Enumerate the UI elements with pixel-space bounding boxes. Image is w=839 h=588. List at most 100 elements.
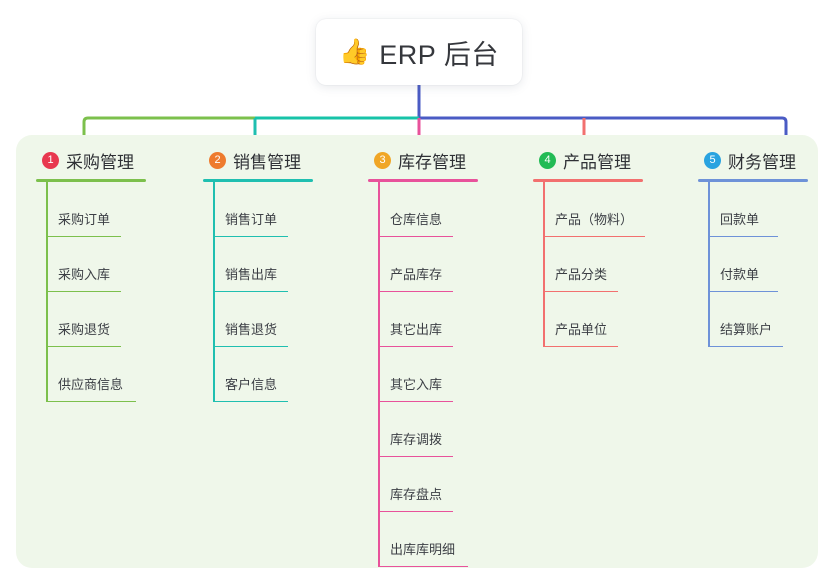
leaf-label: 出库库明细 xyxy=(390,542,456,557)
leaf-label: 产品分类 xyxy=(555,267,608,282)
leaf-node[interactable]: 产品（物料） xyxy=(533,182,645,237)
leaf-label: 库存盘点 xyxy=(390,487,443,502)
leaf-node[interactable]: 库存调拨 xyxy=(368,402,478,457)
leaf-underline xyxy=(378,345,453,347)
leaf-stem-line xyxy=(46,182,48,237)
branch-badge-2: 2 xyxy=(209,151,226,169)
leaf-underline xyxy=(46,290,121,292)
leaf-stem-line xyxy=(213,237,215,292)
leaf-underline xyxy=(46,345,121,347)
branch-column-2: 2 销售管理销售订单销售出库销售退货客户信息 xyxy=(203,148,313,402)
leaf-stem-line xyxy=(543,292,545,347)
branch-header-3[interactable]: 3 库存管理 xyxy=(368,148,478,172)
leaf-stem-line xyxy=(708,182,710,237)
root-node-title: ERP 后台 xyxy=(379,39,499,70)
leaf-stem-line xyxy=(543,182,545,237)
leaf-label: 采购入库 xyxy=(58,267,111,282)
leaf-node[interactable]: 产品单位 xyxy=(533,292,643,347)
leaf-label: 采购订单 xyxy=(58,212,111,227)
leaf-underline xyxy=(708,235,778,237)
leaf-label: 销售出库 xyxy=(225,267,278,282)
leaf-stem-line xyxy=(213,292,215,347)
leaf-stem-line xyxy=(543,237,545,292)
leaf-node[interactable]: 客户信息 xyxy=(203,347,313,402)
root-node[interactable]: 👍 ERP 后台 xyxy=(316,19,522,85)
branch-title-4: 产品管理 xyxy=(563,152,631,172)
leaf-underline xyxy=(378,510,453,512)
leaf-node[interactable]: 销售出库 xyxy=(203,237,313,292)
branch-column-4: 4 产品管理产品（物料） 产品分类产品单位 xyxy=(533,148,645,347)
leaf-label: 产品（物料） xyxy=(555,212,634,227)
leaf-label: 仓库信息 xyxy=(390,212,443,227)
branch-underline-1 xyxy=(36,179,146,182)
leaf-underline xyxy=(708,345,783,347)
branch-title-3: 库存管理 xyxy=(398,152,466,172)
leaf-underline xyxy=(213,345,288,347)
leaf-label: 销售退货 xyxy=(225,322,278,337)
leaf-stem-line xyxy=(378,347,380,402)
leaf-underline xyxy=(46,235,121,237)
leaf-node[interactable]: 采购订单 xyxy=(36,182,146,237)
leaf-stem-line xyxy=(378,237,380,292)
leaf-underline xyxy=(378,565,468,567)
branch-header-2[interactable]: 2 销售管理 xyxy=(203,148,313,172)
branch-underline-4 xyxy=(533,179,643,182)
branch-badge-3: 3 xyxy=(374,151,391,169)
leaf-underline xyxy=(213,290,288,292)
branch-badge-4: 4 xyxy=(539,151,556,169)
leaf-underline xyxy=(378,400,453,402)
leaf-node[interactable]: 产品库存 xyxy=(368,237,478,292)
branch-column-3: 3 库存管理仓库信息产品库存其它出库其它入库库存调拨库存盘点出库库明细 xyxy=(368,148,478,567)
leaf-stem-line xyxy=(378,292,380,347)
leaf-label: 供应商信息 xyxy=(58,377,124,392)
leaf-label: 采购退货 xyxy=(58,322,111,337)
leaf-stem-line xyxy=(378,402,380,457)
leaf-node[interactable]: 其它出库 xyxy=(368,292,478,347)
leaf-stem-line xyxy=(46,347,48,402)
leaf-underline xyxy=(378,455,453,457)
branch-header-4[interactable]: 4 产品管理 xyxy=(533,148,643,172)
leaf-stem-line xyxy=(378,457,380,512)
leaf-node[interactable]: 产品分类 xyxy=(533,237,643,292)
leaf-node[interactable]: 供应商信息 xyxy=(36,347,146,402)
content-panel xyxy=(16,135,818,568)
branch-badge-5: 5 xyxy=(704,151,721,169)
leaf-stem-line xyxy=(708,237,710,292)
leaf-underline xyxy=(378,290,453,292)
leaf-node[interactable]: 结算账户 xyxy=(698,292,808,347)
branch-underline-2 xyxy=(203,179,313,182)
leaf-underline xyxy=(213,400,288,402)
leaf-node[interactable]: 库存盘点 xyxy=(368,457,478,512)
leaf-node[interactable]: 销售订单 xyxy=(203,182,313,237)
leaf-label: 销售订单 xyxy=(225,212,278,227)
leaf-label: 其它出库 xyxy=(390,322,443,337)
leaf-underline xyxy=(543,345,618,347)
leaf-underline xyxy=(708,290,778,292)
leaf-node[interactable]: 回款单 xyxy=(698,182,808,237)
leaf-node[interactable]: 付款单 xyxy=(698,237,808,292)
leaf-underline xyxy=(543,290,618,292)
leaf-label: 库存调拨 xyxy=(390,432,443,447)
leaf-stem-line xyxy=(708,292,710,347)
leaf-node[interactable]: 仓库信息 xyxy=(368,182,478,237)
leaf-stem-line xyxy=(46,292,48,347)
leaf-stem-line xyxy=(46,237,48,292)
leaf-node[interactable]: 出库库明细 xyxy=(368,512,478,567)
branch-title-2: 销售管理 xyxy=(233,152,301,172)
leaf-node[interactable]: 采购退货 xyxy=(36,292,146,347)
leaf-node[interactable]: 其它入库 xyxy=(368,347,478,402)
leaf-node[interactable]: 采购入库 xyxy=(36,237,146,292)
leaf-node[interactable]: 销售退货 xyxy=(203,292,313,347)
leaf-underline xyxy=(378,235,453,237)
leaf-underline xyxy=(213,235,288,237)
leaf-label: 产品单位 xyxy=(555,322,608,337)
leaf-label: 产品库存 xyxy=(390,267,443,282)
leaf-stem-line xyxy=(213,182,215,237)
leaf-stem-line xyxy=(378,512,380,567)
leaf-underline xyxy=(543,235,645,237)
